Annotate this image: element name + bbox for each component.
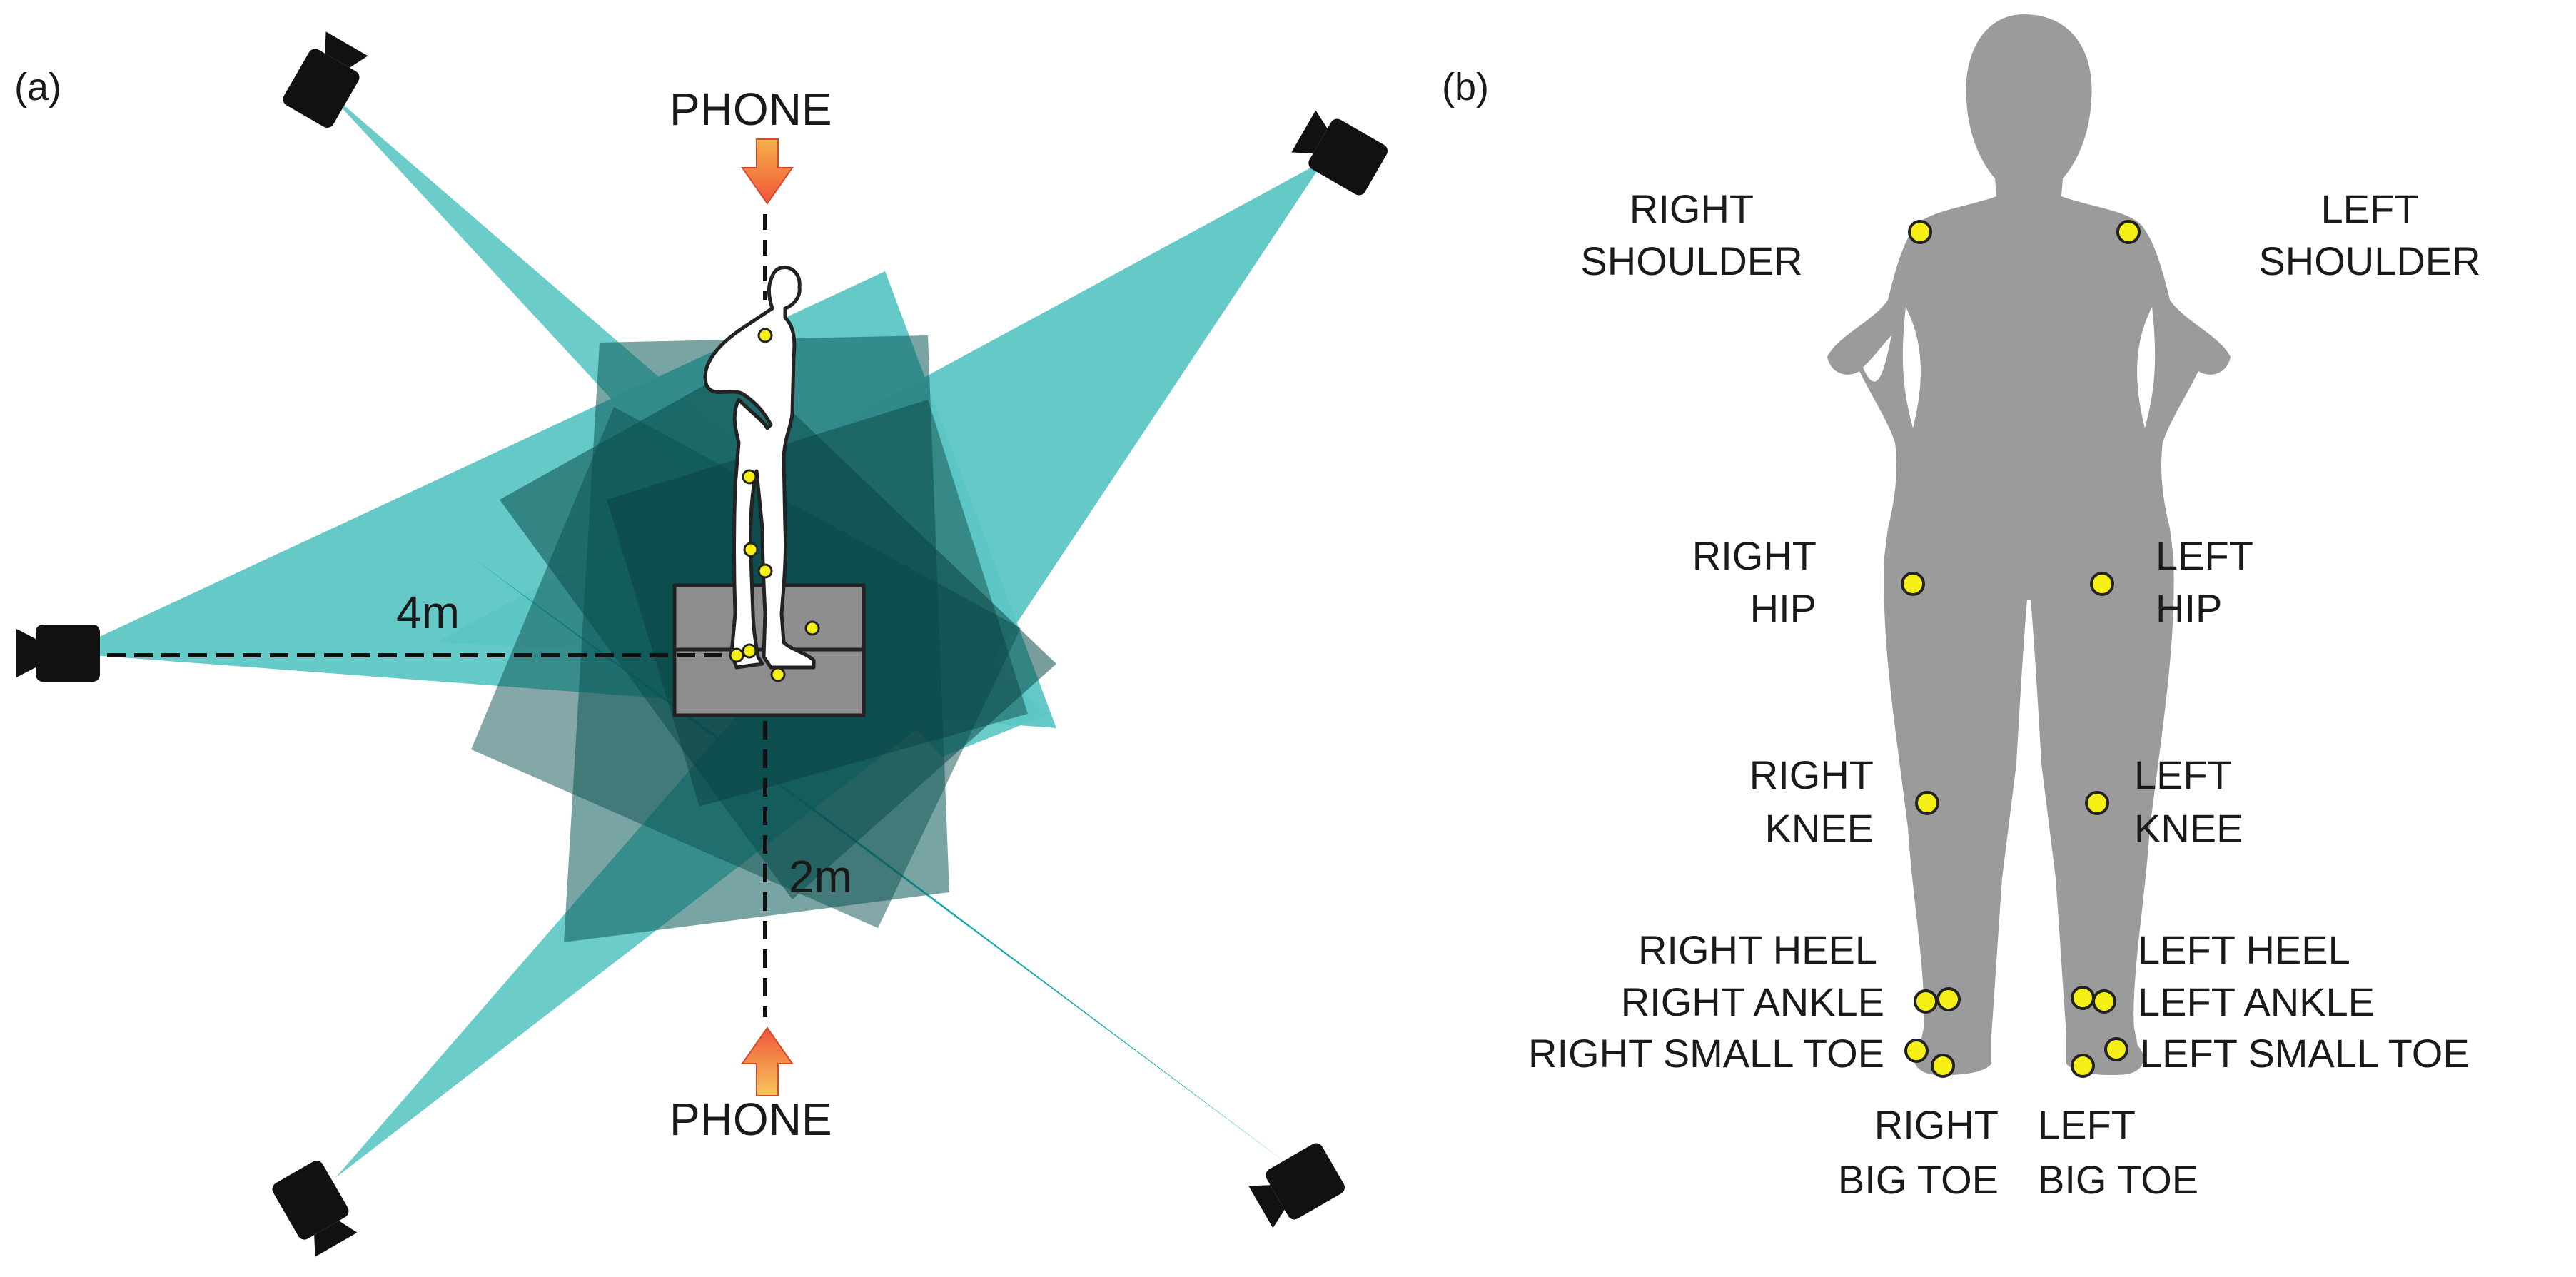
distance-label-front: 2m bbox=[789, 851, 852, 902]
label-right-heel: RIGHT HEEL bbox=[1638, 927, 1877, 972]
label-right-hip-2: HIP bbox=[1750, 586, 1817, 631]
label-left-small-toe: LEFT SMALL TOE bbox=[2140, 1031, 2470, 1076]
marker-right-heel bbox=[1914, 989, 1938, 1014]
label-right-big-toe-1: RIGHT bbox=[1874, 1102, 1999, 1147]
label-right-ankle: RIGHT ANKLE bbox=[1621, 979, 1884, 1024]
marker-left-small-toe bbox=[2104, 1037, 2128, 1061]
side-figure-markers bbox=[729, 328, 820, 682]
label-right-shoulder-1: RIGHT bbox=[1630, 186, 1754, 231]
arm-gap-right-inner bbox=[1902, 307, 1921, 428]
label-right-knee-1: RIGHT bbox=[1749, 752, 1874, 797]
marker-left-ankle bbox=[2092, 989, 2116, 1014]
panel-b: (b) RIGHT SHOULDER LEFT bbox=[1442, 14, 2481, 1202]
label-left-shoulder-2: SHOULDER bbox=[2258, 238, 2480, 283]
standing-figure-side bbox=[703, 266, 816, 670]
joint-labels: RIGHT SHOULDER LEFT SHOULDER RIGHT HIP L… bbox=[1528, 186, 2481, 1202]
marker-left-knee bbox=[2085, 791, 2109, 815]
camera-top-right bbox=[1291, 110, 1388, 196]
arrow-down-icon bbox=[741, 138, 794, 205]
label-left-hip-1: LEFT bbox=[2156, 533, 2253, 578]
panel-b-label: (b) bbox=[1442, 66, 1489, 108]
marker-right-shoulder bbox=[1908, 220, 1932, 244]
label-left-ankle: LEFT ANKLE bbox=[2138, 979, 2375, 1024]
marker-right-big-toe bbox=[1931, 1054, 1955, 1078]
label-right-knee-2: KNEE bbox=[1765, 806, 1874, 851]
label-left-hip-2: HIP bbox=[2156, 586, 2222, 631]
marker-right-small-toe bbox=[1904, 1039, 1929, 1063]
label-left-heel: LEFT HEEL bbox=[2138, 927, 2350, 972]
phone-label-bottom: PHONE bbox=[670, 1094, 832, 1145]
label-right-shoulder-2: SHOULDER bbox=[1580, 238, 1802, 283]
label-right-small-toe: RIGHT SMALL TOE bbox=[1528, 1031, 1884, 1076]
marker-right-ankle bbox=[1936, 987, 1961, 1011]
arm-gap-left-inner bbox=[2137, 307, 2156, 428]
camera-top-left bbox=[283, 31, 368, 128]
marker-left-hip bbox=[2090, 572, 2114, 596]
label-left-shoulder-1: LEFT bbox=[2321, 186, 2419, 231]
marker-left-heel bbox=[2071, 986, 2095, 1010]
arm-gap-right bbox=[1863, 335, 1891, 382]
label-left-big-toe-2: BIG TOE bbox=[2038, 1157, 2198, 1202]
marker-right-hip bbox=[1901, 572, 1925, 596]
panel-a-label: (a) bbox=[14, 66, 61, 108]
label-right-hip-1: RIGHT bbox=[1692, 533, 1817, 578]
panel-a: (a) bbox=[14, 31, 1388, 1257]
camera-bottom-right bbox=[1248, 1143, 1345, 1228]
arrow-up-icon bbox=[741, 1026, 794, 1096]
phone-label-top: PHONE bbox=[670, 84, 832, 135]
camera-bottom-left bbox=[272, 1161, 358, 1257]
label-right-big-toe-2: BIG TOE bbox=[1838, 1157, 1999, 1202]
marker-right-knee bbox=[1915, 791, 1939, 815]
label-left-big-toe-1: LEFT bbox=[2038, 1102, 2136, 1147]
label-left-knee-1: LEFT bbox=[2134, 752, 2232, 797]
joint-markers bbox=[1901, 220, 2141, 1078]
marker-left-shoulder bbox=[2116, 220, 2141, 244]
marker-left-big-toe bbox=[2071, 1054, 2095, 1078]
camera-left bbox=[16, 625, 100, 682]
distance-label-side: 4m bbox=[396, 587, 460, 638]
label-left-knee-2: KNEE bbox=[2134, 806, 2243, 851]
